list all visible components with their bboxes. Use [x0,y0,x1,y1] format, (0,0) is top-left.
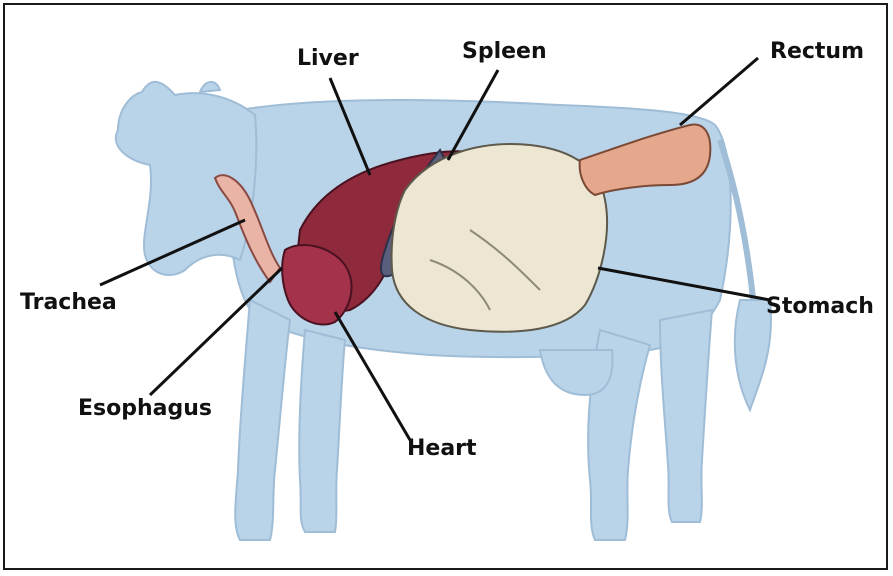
label-heart: Heart [407,438,477,460]
cow-ear [200,82,220,92]
label-liver: Liver [297,48,359,70]
cow-udder [540,350,613,395]
label-stomach: Stomach [766,296,874,318]
label-spleen: Spleen [462,41,547,63]
label-trachea: Trachea [20,292,117,314]
stomach-organ [392,144,607,332]
cow-front-leg-right [299,330,345,532]
label-rectum: Rectum [770,41,864,63]
label-esophagus: Esophagus [78,398,212,420]
leader-rectum [680,58,758,125]
cow-hind-leg-right [660,310,712,522]
cow-front-leg-left [235,300,290,540]
